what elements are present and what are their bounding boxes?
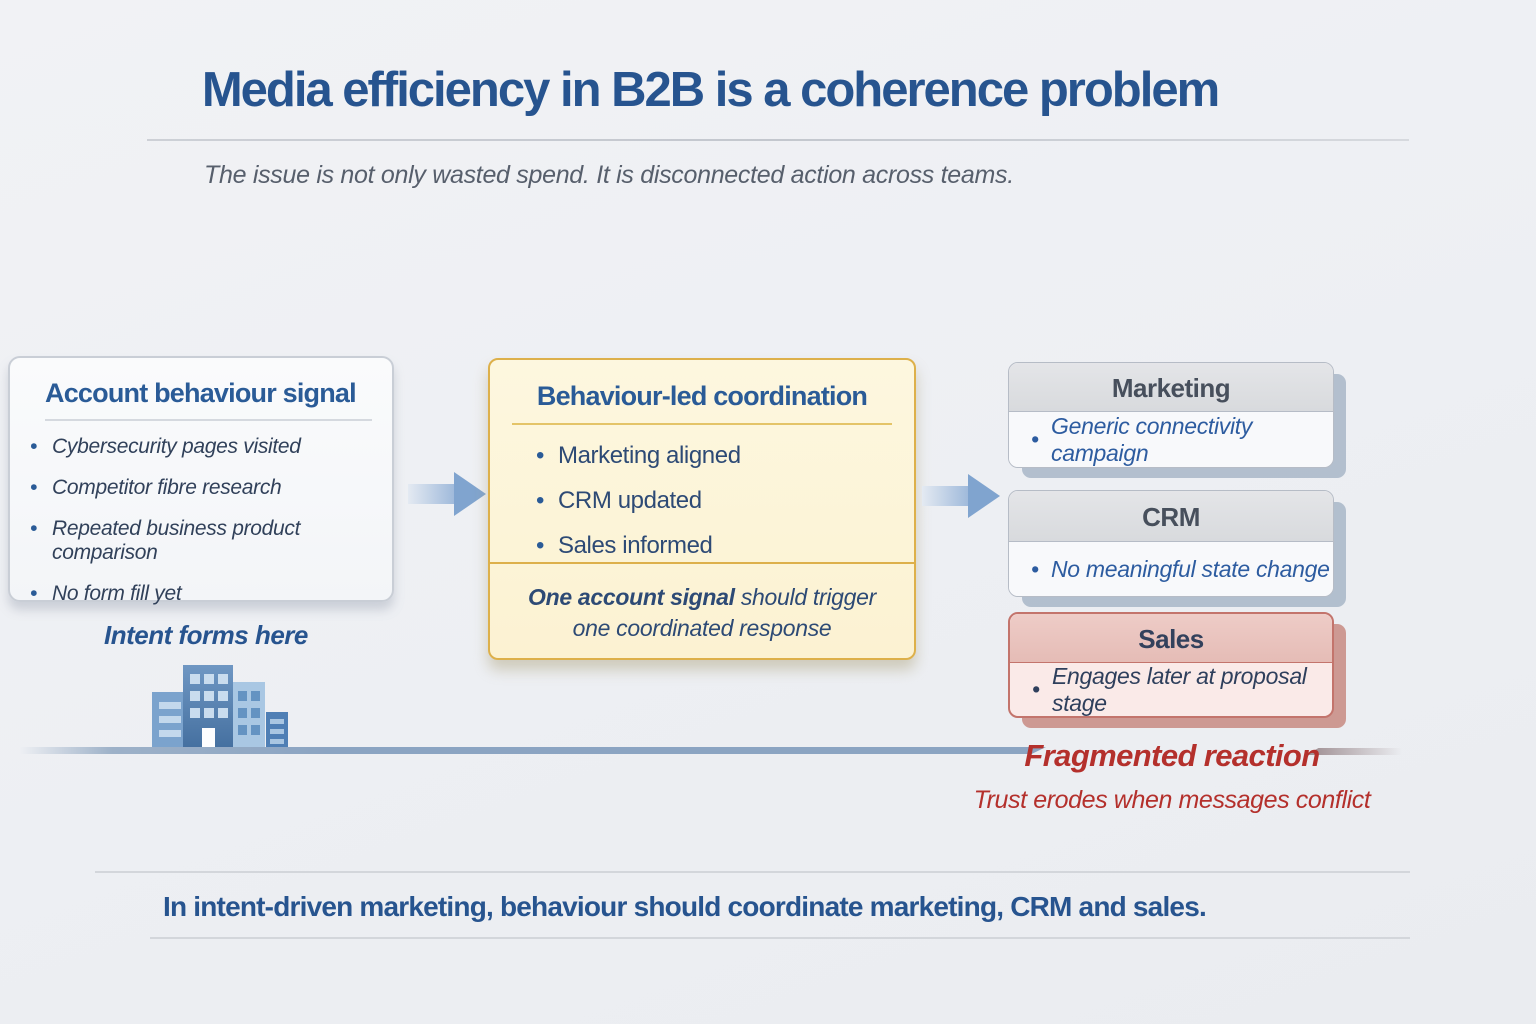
crm-card: CRM No meaningful state change [1008,490,1334,597]
building-far-block [266,712,288,750]
signal-item: Cybersecurity pages visited [26,435,392,459]
building-main-block [183,665,233,750]
coordination-box-heading: Behaviour-led coordination [536,381,868,411]
timeline-line [20,747,1046,754]
coordination-note: One account signal should trigger one co… [514,582,890,644]
building-door [202,728,215,750]
sales-card-title: Sales [1010,614,1332,663]
coordination-item: CRM updated [532,487,914,515]
intent-label: Intent forms here [104,620,308,650]
trust-erodes-label: Trust erodes when messages conflict [973,786,1371,814]
subtitle: The issue is not only wasted spend. It i… [204,161,1014,189]
arrow-head [968,474,1000,518]
signal-list: Cybersecurity pages visited Competitor f… [26,435,392,606]
coordination-note-strong: One account signal [527,584,735,610]
arrow-head [454,472,486,516]
page-title: Media efficiency in B2B is a coherence p… [201,63,1220,117]
marketing-card: Marketing Generic connectivity campaign [1008,362,1334,468]
signal-box-heading: Account behaviour signal [45,378,357,408]
arrow-right-icon [922,474,1002,518]
coordination-note-rest: should trigger one coordinated response [572,584,877,641]
building-icon [150,660,290,750]
coordination-item: Sales informed [532,532,914,560]
footer-divider-bottom [150,937,1410,939]
signal-item: Competitor fibre research [26,476,392,500]
marketing-card-item: Generic connectivity campaign [1009,412,1333,467]
coordination-list: Marketing aligned CRM updated Sales info… [532,442,914,560]
coordination-item: Marketing aligned [532,442,914,470]
footer-divider-top [95,871,1410,873]
crm-card-item: No meaningful state change [1009,542,1333,596]
crm-card-title: CRM [1009,491,1333,542]
marketing-card-title: Marketing [1009,363,1333,412]
coordination-box: Behaviour-led coordination Marketing ali… [488,358,916,660]
coordination-box-rule [512,423,892,425]
arrow-shaft [408,484,456,504]
fragmented-reaction-label: Fragmented reaction [1024,738,1320,773]
title-divider [147,139,1409,141]
sales-card: Sales Engages later at proposal stage [1008,612,1334,718]
building-left-block [152,692,188,750]
coordination-note-divider [490,562,914,564]
timeline-line-fragment [1306,748,1402,755]
building-right-block [233,682,265,750]
signal-box-rule [45,419,372,421]
arrow-shaft [922,486,970,506]
footer-takeaway: In intent-driven marketing, behaviour sh… [163,891,1207,922]
signal-item: No form fill yet [26,582,392,606]
signal-item: Repeated business product comparison [26,517,392,565]
arrow-right-icon [408,472,488,516]
signal-box: Account behaviour signal Cybersecurity p… [8,356,394,606]
sales-card-item: Engages later at proposal stage [1010,663,1332,716]
